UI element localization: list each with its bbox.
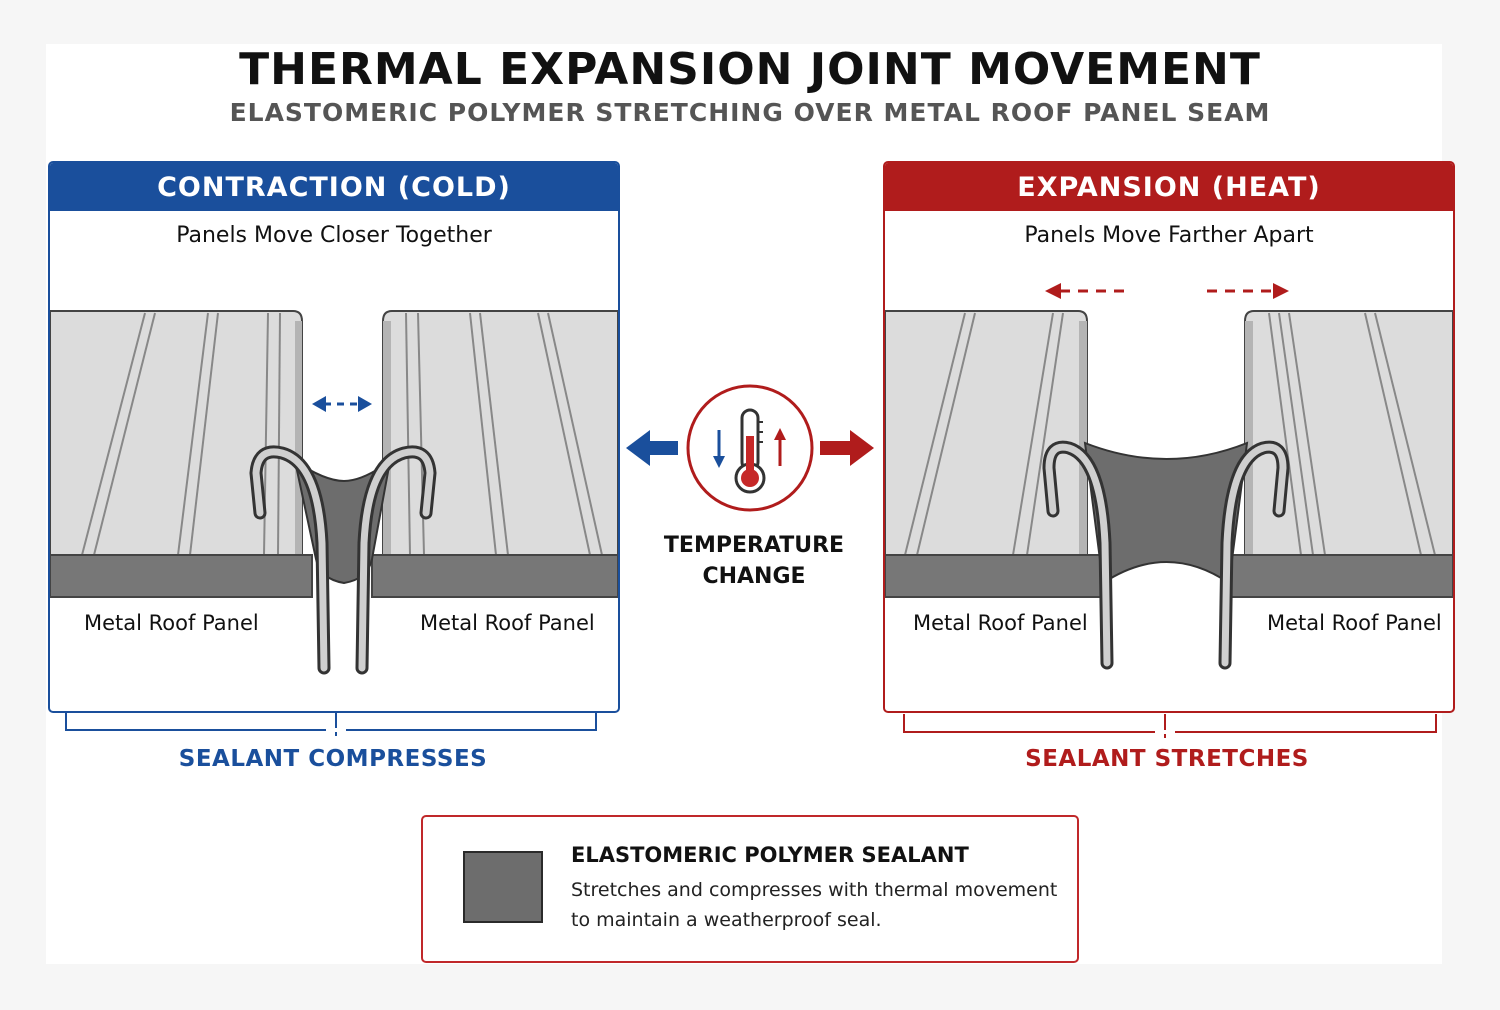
temperature-change-graphic bbox=[626, 384, 874, 512]
contraction-caption: Panels Move Closer Together bbox=[176, 223, 492, 248]
contraction-bracket bbox=[65, 712, 597, 736]
page-title: THERMAL EXPANSION JOINT MOVEMENT bbox=[239, 44, 1261, 95]
contraction-left-panel-label: Metal Roof Panel bbox=[84, 611, 259, 635]
legend-box: ELASTOMERIC POLYMER SEALANT Stretches an… bbox=[421, 815, 1079, 963]
right-arrow-icon bbox=[820, 430, 874, 466]
temperature-up-arrow-icon bbox=[774, 428, 786, 466]
expansion-header: EXPANSION (HEAT) bbox=[885, 163, 1453, 211]
left-panel-edge bbox=[885, 554, 1110, 598]
right-panel-edge bbox=[371, 554, 618, 598]
double-headed-arrow-icon bbox=[312, 396, 372, 412]
legend-description: Stretches and compresses with thermal mo… bbox=[571, 875, 1061, 935]
contraction-seam-illustration bbox=[50, 310, 618, 675]
expansion-caption: Panels Move Farther Apart bbox=[1024, 223, 1314, 248]
page-subtitle: ELASTOMERIC POLYMER STRETCHING OVER META… bbox=[229, 98, 1271, 127]
expansion-right-panel-label: Metal Roof Panel bbox=[1267, 611, 1442, 635]
legend-description-line1: Stretches and compresses with thermal mo… bbox=[571, 879, 1058, 901]
temperature-down-arrow-icon bbox=[713, 430, 725, 468]
legend-title: ELASTOMERIC POLYMER SEALANT bbox=[571, 843, 969, 867]
expansion-seam-illustration bbox=[885, 283, 1453, 670]
sealant-swatch bbox=[463, 851, 543, 923]
temperature-change-label: TEMPERATURE CHANGE bbox=[640, 530, 868, 592]
contraction-panel: CONTRACTION (COLD) Panels Move Closer To… bbox=[48, 161, 620, 713]
contraction-right-panel-label: Metal Roof Panel bbox=[420, 611, 595, 635]
sealant-stretches-label: SEALANT STRETCHES bbox=[1025, 746, 1309, 772]
sealant-stretched bbox=[1083, 441, 1249, 585]
temperature-label-line1: TEMPERATURE bbox=[663, 533, 845, 558]
sealant-compresses-label: SEALANT COMPRESSES bbox=[178, 746, 488, 772]
left-arrow-icon bbox=[626, 430, 678, 466]
left-panel-edge bbox=[50, 554, 313, 598]
outward-dashed-arrows-icon bbox=[1045, 283, 1289, 299]
expansion-bracket bbox=[903, 714, 1437, 738]
expansion-panel: EXPANSION (HEAT) Panels Move Farther Apa… bbox=[883, 161, 1455, 713]
temperature-label-line2: CHANGE bbox=[702, 564, 806, 589]
thermometer-icon bbox=[734, 408, 766, 494]
expansion-left-panel-label: Metal Roof Panel bbox=[913, 611, 1088, 635]
legend-description-line2: to maintain a weatherproof seal. bbox=[571, 909, 882, 931]
contraction-header: CONTRACTION (COLD) bbox=[50, 163, 618, 211]
